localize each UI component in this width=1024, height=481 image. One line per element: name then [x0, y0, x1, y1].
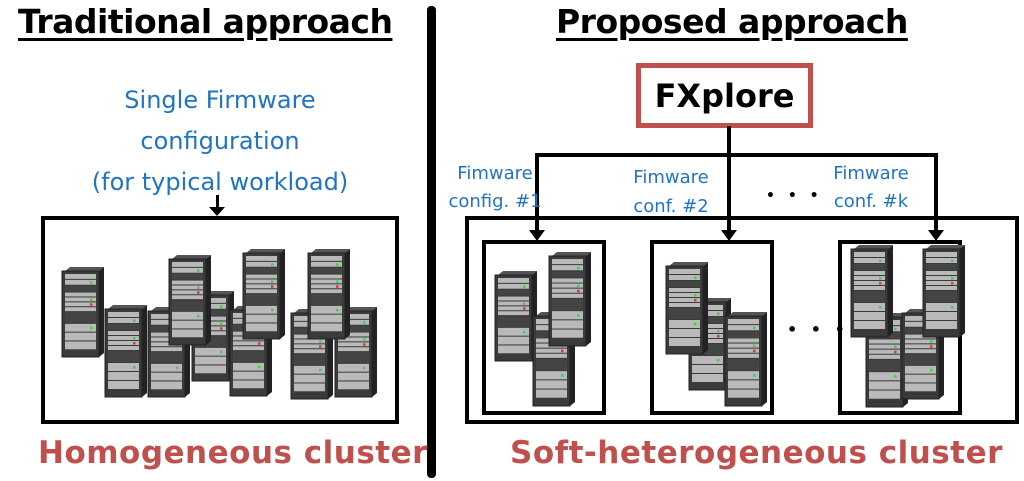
single-firmware-config-label: Single Firmware configuration (for typic…	[70, 80, 370, 203]
config-1-line-1: Fimware	[457, 163, 533, 184]
panel-divider	[427, 6, 436, 478]
server-rack-icon	[922, 245, 965, 346]
config-2-line-2: conf. #2	[633, 196, 709, 217]
soft-heterogeneous-cluster-box	[465, 216, 1019, 424]
config-k-line-2: conf. #k	[833, 191, 909, 212]
server-rack-icon	[850, 245, 893, 346]
config-label-line-1: Single Firmware	[124, 86, 316, 114]
server-rack-icon	[724, 312, 767, 415]
arrow-to-group-2	[721, 230, 737, 241]
arrow-to-group-1	[529, 230, 545, 241]
left-arrow-shaft	[216, 195, 219, 209]
server-rack-icon	[494, 271, 537, 370]
firmware-config-k-label: Fimware conf. #k	[818, 160, 924, 216]
branch-line-1	[535, 153, 539, 233]
server-rack-icon	[242, 249, 285, 348]
server-rack-icon	[168, 255, 211, 354]
distribution-bar	[535, 153, 938, 157]
config-label-line-2: configuration	[140, 127, 300, 155]
proposed-approach-heading: Proposed approach	[556, 2, 908, 41]
soft-heterogeneous-cluster-label: Soft-heterogeneous cluster	[510, 435, 1003, 471]
firmware-config-1-label: Fimware config. #1	[445, 160, 545, 216]
left-arrow-head	[209, 207, 225, 216]
fxplore-down-line	[727, 126, 731, 230]
config-1-line-2: config. #1	[448, 191, 542, 212]
firmware-config-2-label: Fimware conf. #2	[618, 163, 724, 221]
server-rack-icon	[61, 267, 104, 366]
homogeneous-cluster-label: Homogeneous cluster	[38, 435, 428, 471]
traditional-approach-heading: Traditional approach	[18, 2, 393, 41]
config-label-line-3: (for typical workload)	[91, 168, 349, 196]
server-rack-icon	[548, 252, 591, 355]
server-rack-icon	[104, 305, 147, 406]
config-ellipsis: • • •	[766, 188, 823, 204]
group-ellipsis: • • •	[787, 320, 849, 339]
branch-line-k	[934, 153, 938, 233]
server-rack-icon	[307, 249, 350, 348]
arrow-to-group-k	[928, 230, 944, 241]
fxplore-label: FXplore	[654, 76, 795, 115]
server-rack-icon	[665, 262, 708, 363]
config-k-line-1: Fimware	[833, 163, 909, 184]
fxplore-box: FXplore	[636, 63, 813, 128]
config-2-line-1: Fimware	[633, 167, 709, 188]
server-rack-icon	[147, 307, 190, 406]
